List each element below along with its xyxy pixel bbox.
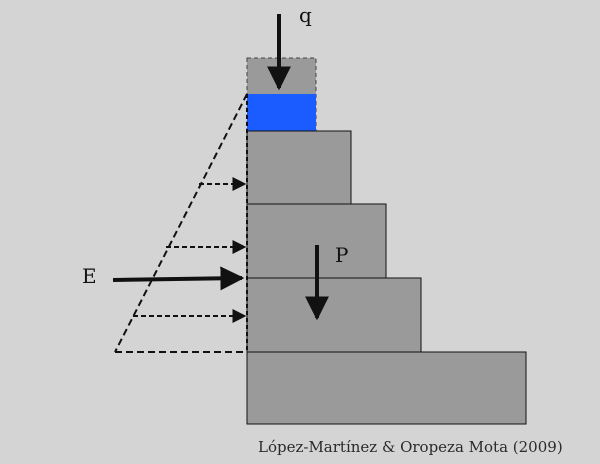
thrust-label: E [82,264,97,288]
thrust-arrow [112,266,245,291]
wall-step-1 [246,130,352,205]
wall-step-3 [246,277,422,353]
wall-base [246,351,527,425]
weight-label: P [335,243,348,267]
surcharge-label: q [299,3,312,27]
pressure-diagram-slope [114,93,248,353]
highlighted-layer [247,94,316,131]
credit-caption: López-Martínez & Oropeza Mota (2009) [258,438,563,456]
